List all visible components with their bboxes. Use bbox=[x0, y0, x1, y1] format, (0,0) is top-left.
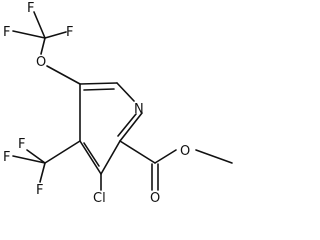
bond-c4-cf3 bbox=[44, 140, 81, 164]
bond-c3-c4-double bbox=[83, 142, 100, 167]
atom-f-top-2: F bbox=[27, 1, 34, 16]
bond-cf3-f3 bbox=[26, 149, 46, 164]
structure-svg: F F F O N F F F Cl O O bbox=[3, 1, 233, 206]
bond-c5-c6 bbox=[79, 82, 118, 85]
bond-o-methyl bbox=[195, 149, 233, 164]
bond-n-c2 bbox=[119, 112, 143, 142]
bond-c5-c6-double bbox=[83, 88, 115, 91]
atom-f-top-3: F bbox=[66, 25, 73, 40]
bond-c2-cester bbox=[119, 140, 156, 164]
bond-cf3-f2 bbox=[39, 162, 46, 183]
atom-o-ether: O bbox=[36, 55, 46, 70]
bond-cf3-f1 bbox=[12, 155, 46, 164]
bond-n-c2-double bbox=[117, 113, 137, 137]
bond-c6-n bbox=[116, 82, 135, 102]
atom-o-ester: O bbox=[180, 144, 190, 159]
bond-c3-c4 bbox=[79, 140, 102, 175]
atom-f-top-1: F bbox=[3, 25, 10, 40]
bond-cester-o-single bbox=[154, 149, 177, 164]
bond-cf-b bbox=[33, 11, 46, 39]
bond-cf-a bbox=[12, 30, 46, 39]
bond-o-ring bbox=[46, 65, 81, 85]
bond-c-o-ether bbox=[40, 37, 46, 55]
molecule-diagram: F F F O N F F F Cl O O bbox=[3, 1, 233, 206]
bond-cf-c bbox=[44, 31, 67, 39]
atom-cl: Cl bbox=[93, 191, 106, 206]
atom-f-mid-3: F bbox=[36, 183, 43, 198]
bonds bbox=[12, 11, 233, 191]
atom-o-carbonyl: O bbox=[150, 191, 160, 206]
atom-f-mid-1: F bbox=[3, 150, 10, 165]
atom-n-ring: N bbox=[134, 102, 144, 117]
bond-c2-c3 bbox=[100, 140, 121, 175]
atom-f-mid-2: F bbox=[18, 137, 25, 152]
atom-labels: F F F O N F F F Cl O O bbox=[3, 1, 190, 206]
